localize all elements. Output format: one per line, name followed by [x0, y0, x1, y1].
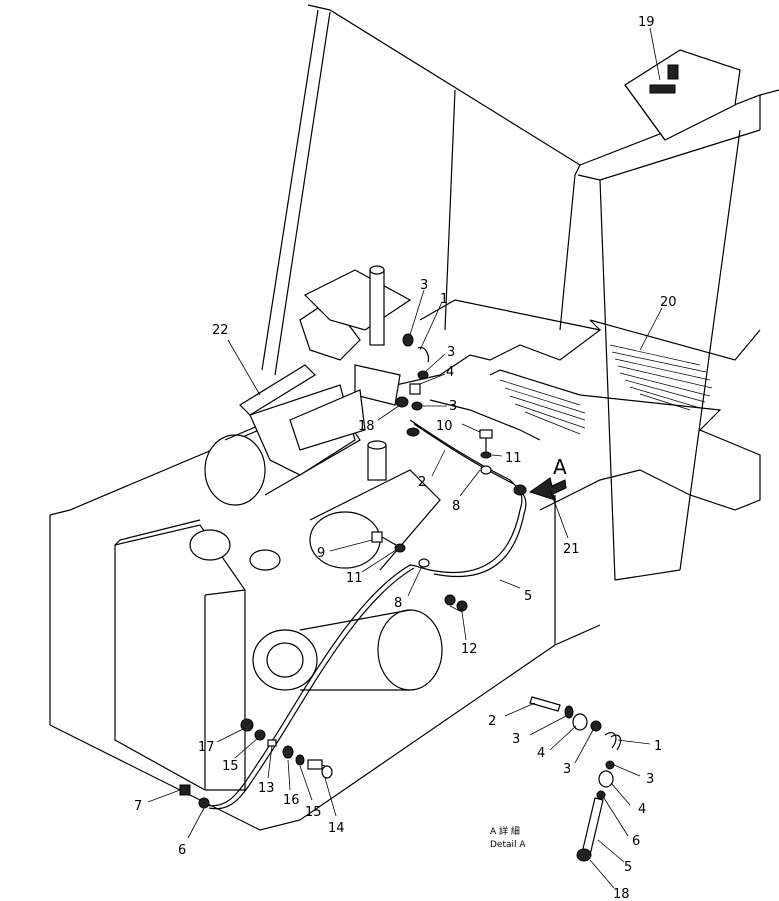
bolt-9	[371, 531, 406, 553]
leader-lines	[147, 27, 663, 889]
detail-a-arrow: A	[528, 455, 567, 501]
callout-3a: 3	[420, 278, 428, 293]
clamp-12	[444, 594, 468, 612]
callouts-main: 19 20 22 3 1 3 4 3 18 10 11 2 8 21 9 11 …	[134, 15, 677, 858]
detail-caption-en: Detail A	[490, 840, 526, 850]
detail-callout-5: 5	[624, 860, 632, 875]
callout-21: 21	[563, 542, 580, 557]
detail-callout-1: 1	[654, 739, 662, 754]
callout-3b: 3	[447, 345, 455, 360]
detail-callout-4b: 4	[638, 802, 646, 817]
callout-11b: 11	[346, 571, 363, 586]
upper-box-19	[624, 49, 741, 141]
callout-17: 17	[198, 740, 215, 755]
callout-12: 12	[461, 642, 478, 657]
detail-a-parts	[529, 696, 622, 862]
callout-10: 10	[436, 419, 453, 434]
callout-5: 5	[524, 589, 532, 604]
detail-callout-2: 2	[488, 714, 496, 729]
callout-2: 2	[418, 475, 426, 490]
callout-13: 13	[258, 781, 275, 796]
floor-plate	[419, 299, 761, 511]
callout-22: 22	[212, 323, 229, 338]
detail-callout-18: 18	[613, 887, 630, 901]
pulley-fan	[252, 609, 443, 691]
detail-callout-4a: 4	[537, 746, 545, 761]
callout-3c: 3	[449, 399, 457, 414]
hose-routing	[204, 419, 527, 810]
bolt-10	[479, 429, 493, 459]
floor-mat-hatch-20	[499, 344, 713, 435]
callout-19: 19	[638, 15, 655, 30]
detail-callout-3b: 3	[563, 762, 571, 777]
callout-8b: 8	[394, 596, 402, 611]
radiator-block	[114, 519, 281, 791]
callout-7: 7	[134, 799, 142, 814]
detail-letter: A	[553, 455, 567, 479]
detail-callout-6: 6	[632, 834, 640, 849]
callout-8a: 8	[452, 499, 460, 514]
detail-caption-jp: A 詳 細	[490, 825, 520, 837]
callout-15b: 15	[305, 805, 322, 820]
callout-9: 9	[317, 546, 325, 561]
engine-tank	[204, 394, 441, 571]
lever-bracket	[289, 265, 412, 451]
lower-fittings	[179, 718, 333, 809]
callouts-detail: 2 3 4 3 1 3 4 6 5 18	[488, 714, 662, 901]
cab-frame	[261, 4, 779, 581]
detail-callout-3a: 3	[512, 732, 520, 747]
joint-fittings	[395, 333, 430, 437]
callout-1: 1	[440, 292, 448, 307]
callout-14: 14	[328, 821, 345, 836]
detail-caption: A 詳 細 Detail A	[490, 825, 526, 850]
callout-4: 4	[446, 365, 454, 380]
detail-callout-3c: 3	[646, 772, 654, 787]
callout-6: 6	[178, 843, 186, 858]
callout-20: 20	[660, 295, 677, 310]
callout-18: 18	[358, 419, 375, 434]
callout-16: 16	[283, 793, 300, 808]
callout-15a: 15	[222, 759, 239, 774]
callout-11a: 11	[505, 451, 522, 466]
